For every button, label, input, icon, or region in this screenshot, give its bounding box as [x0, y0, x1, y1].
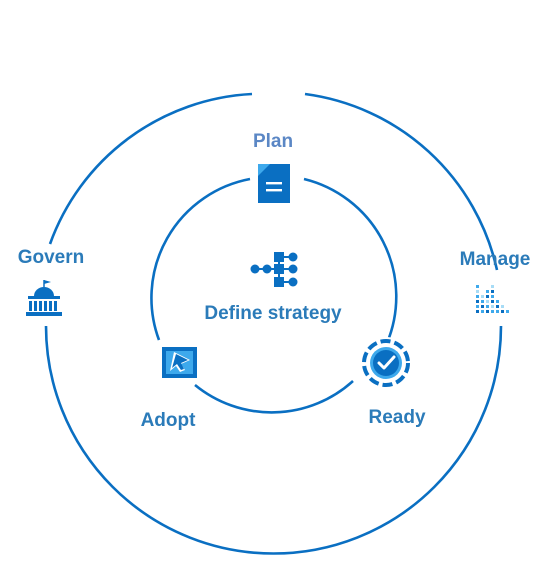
flow-diagram-icon — [250, 252, 298, 287]
outer-ring — [304, 92, 499, 271]
inner-ring — [303, 177, 398, 344]
check-badge-icon — [360, 337, 412, 389]
label-plan: Plan — [252, 131, 294, 152]
inner-ring — [150, 177, 251, 341]
label-govern: Govern — [17, 247, 85, 268]
outer-ring — [44, 325, 503, 555]
bar-chart-icon — [476, 285, 509, 313]
document-icon — [258, 164, 290, 203]
government-building-icon — [26, 280, 62, 316]
inner-ring — [194, 380, 354, 414]
label-define-strategy: Define strategy — [204, 303, 342, 324]
label-ready: Ready — [368, 407, 426, 428]
label-manage: Manage — [459, 249, 531, 270]
checkbox-arrow-icon — [162, 347, 197, 378]
label-adopt: Adopt — [140, 410, 196, 431]
outer-ring — [48, 92, 253, 245]
